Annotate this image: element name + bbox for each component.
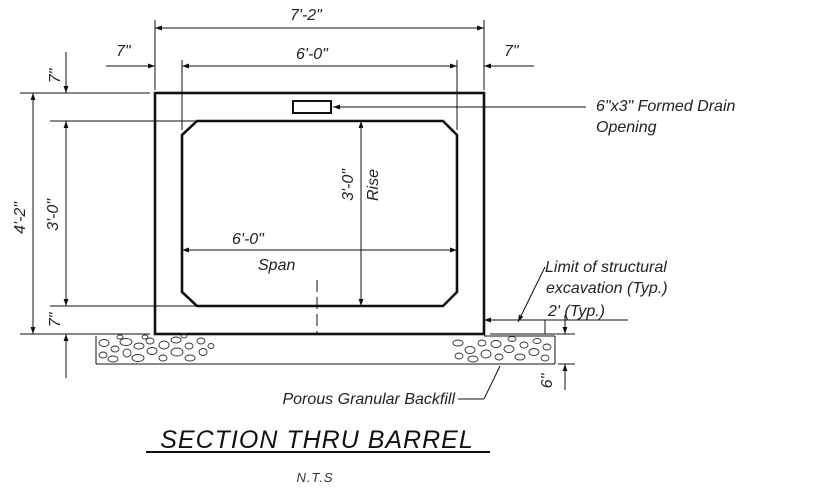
box-culvert [153,91,486,336]
backfill-stones-right [452,336,552,363]
backfill-callout: Porous Granular Backfill [282,365,501,408]
dimension-overall-height: 4'-2" [12,93,36,334]
span-label: Span [258,257,295,274]
dimension-slabs: 7" 7" [47,52,69,378]
bottom-slab-label: 7" [47,311,64,327]
culvert-outer-wall [153,91,486,336]
left-wall-label: 7" [116,43,132,60]
drain-callout: 6"x3" Formed Drain Opening [333,98,736,136]
culvert-inner-opening [180,119,459,308]
drain-callout-line1: 6"x3" Formed Drain [596,98,736,115]
drain-callout-line2: Opening [596,119,657,136]
rise-value: 3'-0" [340,168,357,201]
right-wall-label: 7" [504,43,520,60]
backfill-callout-label: Porous Granular Backfill [282,391,455,408]
backfill-depth-label: 6" [539,372,556,388]
dimension-overall-width: 7'-2" [155,7,484,31]
title-block: SECTION THRU BARREL N.T.S [146,426,490,485]
backfill-stones-left [98,333,215,363]
top-span-label: 6'-0" [296,46,329,63]
limit-callout-line1: Limit of structural [545,259,667,276]
inner-height-label: 3'-0" [45,198,62,231]
drawing-title: SECTION THRU BARREL [160,426,473,454]
limit-callout: Limit of structural excavation (Typ.) 2'… [484,259,668,334]
drain-opening [292,100,332,114]
extension-lines [20,20,560,335]
dimension-backfill-depth: 6" [539,315,575,390]
scale-note: N.T.S [296,470,333,485]
dimension-span: 6'-0" Span [182,231,457,274]
overall-width-label: 7'-2" [290,7,323,24]
dimension-rise: 3'-0" Rise [340,121,382,306]
limit-callout-line2: excavation (Typ.) [546,280,668,297]
span-value: 6'-0" [232,231,265,248]
dimension-wall-thickness: 7" 7" 6'-0" [106,43,534,69]
overall-height-label: 4'-2" [12,201,29,234]
rise-label: Rise [365,169,382,201]
limit-offset-label: 2' (Typ.) [547,303,605,320]
dimension-inner-height: 3'-0" [45,121,69,306]
top-slab-label: 7" [47,67,64,83]
porous-backfill [95,333,556,365]
